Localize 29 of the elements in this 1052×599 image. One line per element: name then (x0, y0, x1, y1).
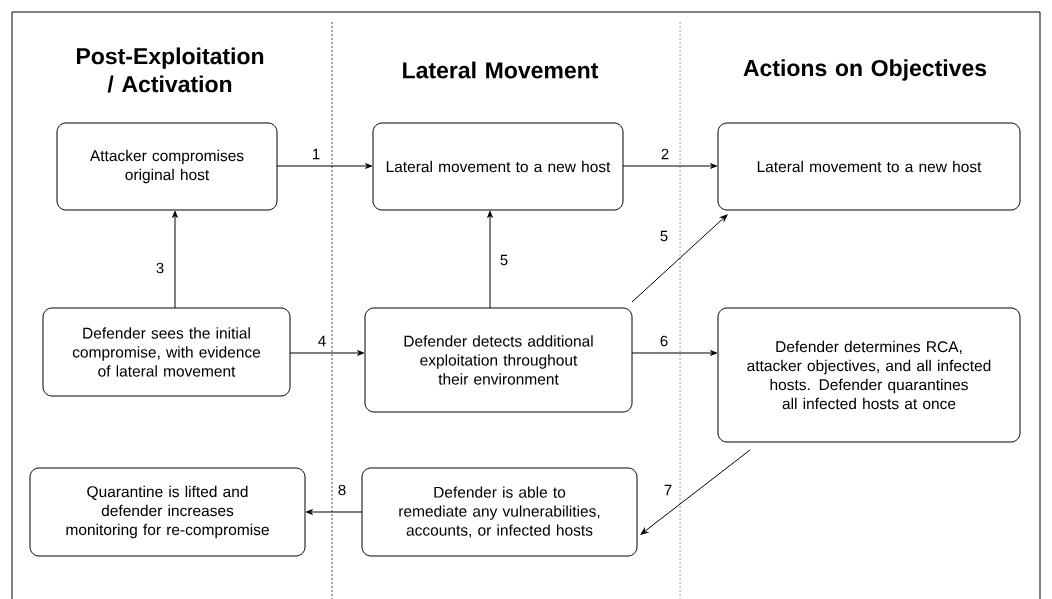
edge-label: 7 (664, 484, 672, 496)
process-box: Attacker compromises original host (56, 122, 278, 211)
edge-label: 5 (500, 254, 508, 266)
arrow (640, 449, 751, 535)
arrow (276, 163, 373, 169)
process-box: Defender sees the initial compromise, with evidence of lateral movement (42, 307, 291, 397)
edge-label: 6 (660, 335, 668, 347)
process-box: Defender detects additional exploitation throughout their environment (364, 307, 633, 413)
arrow (305, 509, 363, 515)
arrow (631, 214, 728, 303)
process-box: Defender is able to remediate any vulnerabilities, accounts, or infected hosts (361, 467, 638, 557)
process-box: Lateral movement to a new host (372, 122, 624, 211)
arrow (289, 350, 365, 356)
arrow (622, 163, 718, 169)
arrow (172, 210, 178, 309)
arrow (631, 350, 718, 356)
edge-label: 3 (156, 262, 164, 274)
edge-label: 4 (318, 335, 326, 347)
edge-label: 5 (660, 230, 668, 242)
edge-label: 1 (313, 148, 320, 160)
column-heading: Post-Exploitation / Activation (77, 47, 264, 93)
column-heading: Lateral Movement (403, 61, 599, 79)
process-box: Quarantine is lifted and defender increases monitoring for re-compromise (29, 467, 306, 557)
edge-label: 2 (661, 148, 669, 160)
process-box: Lateral movement to a new host (717, 122, 1021, 211)
edge-label: 8 (338, 484, 346, 496)
column-heading: Actions on Objectives (743, 59, 987, 81)
arrow (487, 210, 493, 309)
process-box: Defender determines RCA, attacker objectives, and all infected hosts. Defender quarantines all infected hosts at once (717, 307, 1021, 443)
